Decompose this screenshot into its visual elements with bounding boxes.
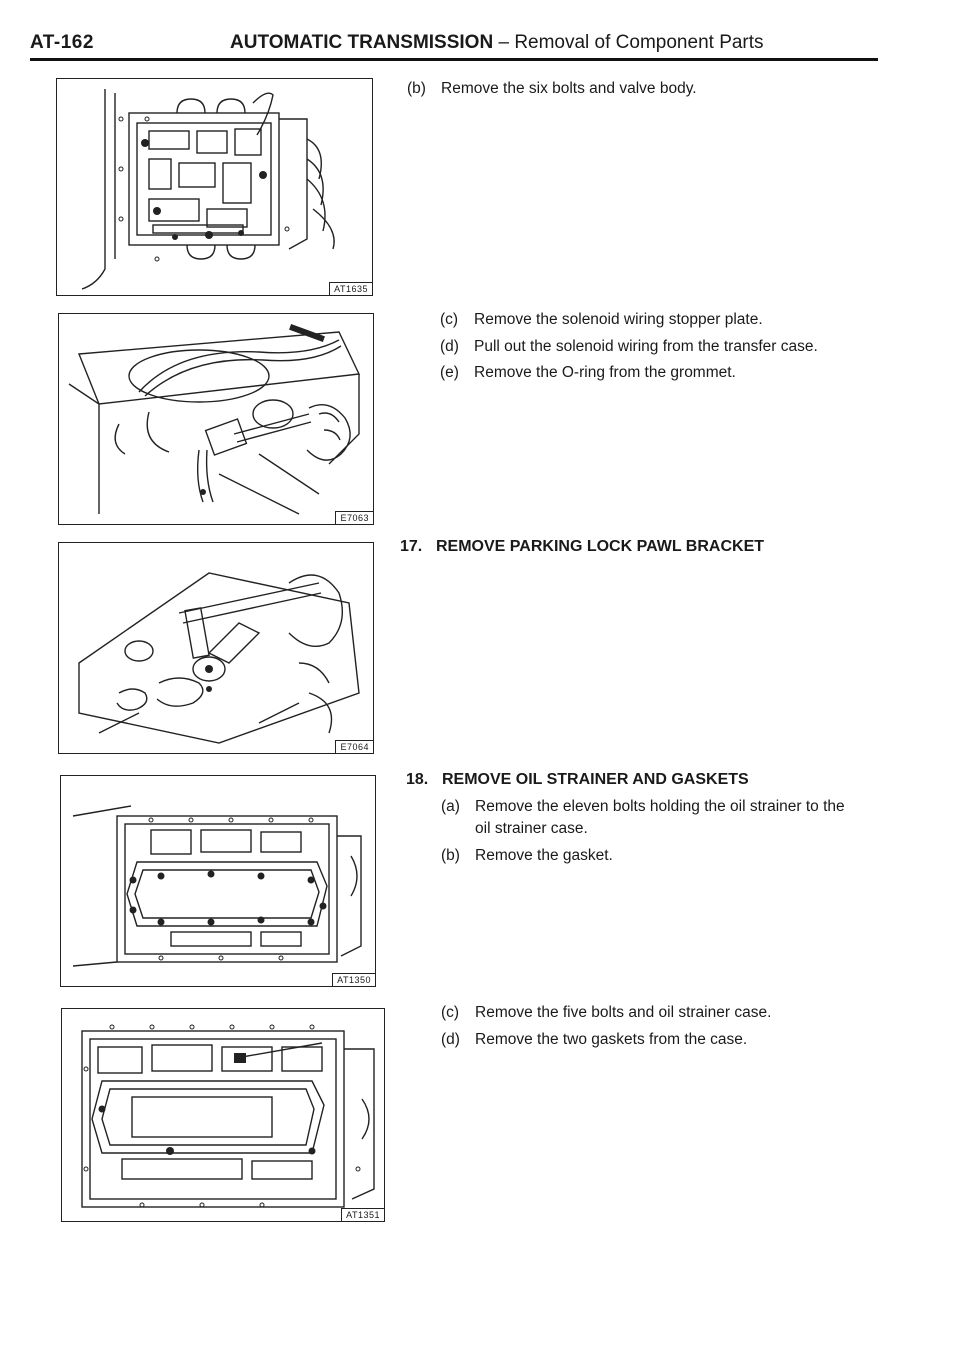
step-label: (c) [440, 311, 459, 328]
step-18a-cont: oil strainer case. [475, 820, 588, 838]
step-text: Remove the five bolts and oil strainer c… [475, 1004, 772, 1021]
oil-strainer-case-drawing [81, 1024, 375, 1208]
subsection-title: Removal of Component Parts [514, 32, 764, 53]
step-text: Remove the eleven bolts holding the oil … [475, 798, 845, 815]
heading-number: 17. [400, 538, 423, 555]
step-16c: (c) Remove the solenoid wiring stopper pl… [440, 311, 763, 329]
step-label: (c) [441, 1004, 460, 1021]
step-16b: (b) Remove the six bolts and valve body. [407, 80, 697, 98]
parking-lock-bracket-drawing [78, 572, 360, 744]
section-title: AUTOMATIC TRANSMISSION [230, 32, 494, 53]
step-text: Remove the O-ring from the grommet. [474, 364, 736, 381]
figure-valve-body: AT1635 [56, 78, 373, 296]
figure-code: AT1635 [329, 282, 372, 295]
heading-18: 18. REMOVE OIL STRAINER AND GASKETS [406, 771, 749, 789]
figure-code: AT1351 [341, 1208, 384, 1221]
step-text: Remove the two gaskets from the case. [475, 1031, 748, 1048]
page-number: AT-162 [30, 32, 94, 53]
step-label: (a) [441, 798, 460, 815]
heading-number: 18. [406, 771, 429, 788]
heading-17: 17. REMOVE PARKING LOCK PAWL BRACKET [400, 538, 764, 556]
step-18a: (a) Remove the eleven bolts holding the o… [441, 798, 845, 816]
step-text: Remove the six bolts and valve body. [441, 80, 697, 97]
step-18b: (b) Remove the gasket. [441, 847, 613, 865]
step-16d: (d) Pull out the solenoid wiring from the… [440, 338, 818, 356]
step-18c: (c) Remove the five bolts and oil straine… [441, 1004, 771, 1022]
step-16e: (e) Remove the O-ring from the grommet. [440, 364, 736, 382]
figure-code: E7064 [335, 740, 373, 753]
page-header: AT-162 AUTOMATIC TRANSMISSION – Removal … [30, 30, 878, 61]
step-text-cont: oil strainer case. [475, 820, 588, 837]
step-text: Remove the solenoid wiring stopper plate… [474, 311, 763, 328]
figure-solenoid-wiring: E7063 [58, 313, 374, 525]
step-label: (e) [440, 364, 459, 381]
valve-body-drawing [81, 89, 335, 290]
heading-text: REMOVE PARKING LOCK PAWL BRACKET [436, 538, 765, 555]
page-title: AUTOMATIC TRANSMISSION – Removal of Comp… [230, 32, 764, 54]
heading-text: REMOVE OIL STRAINER AND GASKETS [442, 771, 749, 788]
step-label: (b) [441, 847, 460, 864]
figure-code: AT1350 [332, 973, 375, 986]
step-text: Remove the gasket. [475, 847, 613, 864]
solenoid-wiring-drawing [68, 324, 361, 515]
step-label: (d) [440, 338, 459, 355]
step-text: Pull out the solenoid wiring from the tr… [474, 338, 818, 355]
title-dash: – [493, 32, 515, 53]
oil-strainer-drawing [72, 805, 362, 967]
step-label: (d) [441, 1031, 460, 1048]
figure-parking-lock-bracket: E7064 [58, 542, 374, 754]
figure-code: E7063 [335, 511, 373, 524]
step-18d: (d) Remove the two gaskets from the case. [441, 1031, 747, 1049]
figure-oil-strainer-case: AT1351 [61, 1008, 385, 1222]
step-label: (b) [407, 80, 426, 97]
figure-oil-strainer: AT1350 [60, 775, 376, 987]
